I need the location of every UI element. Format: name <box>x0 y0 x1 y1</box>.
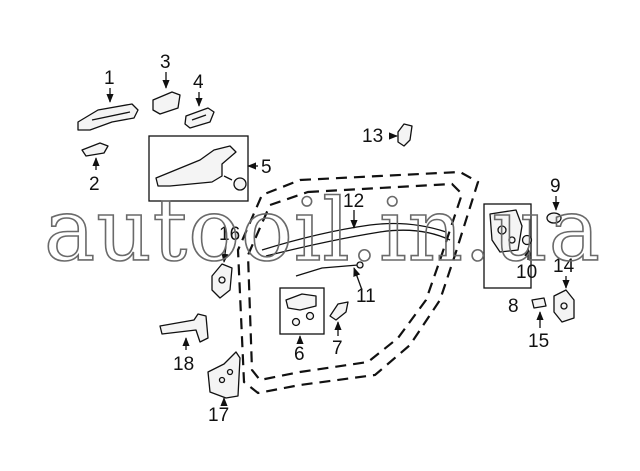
lock-bolt <box>546 212 562 224</box>
lock-screw <box>521 234 533 246</box>
lock-cables <box>261 222 451 277</box>
callout-4: 4 <box>193 72 204 93</box>
callout-8: 8 <box>508 296 519 317</box>
door-striker <box>553 289 575 323</box>
callout-5: 5 <box>261 157 272 178</box>
callout-15: 15 <box>528 331 549 352</box>
callout-12: 12 <box>343 191 364 212</box>
striker-bolt <box>531 297 547 309</box>
lock-cylinder-assembly <box>279 287 325 335</box>
door-hinge <box>207 351 241 399</box>
callout-14: 14 <box>553 256 575 277</box>
callout-1: 1 <box>104 68 115 89</box>
callout-18: 18 <box>173 354 194 375</box>
watermark-text: autooil.in.ua <box>44 181 601 281</box>
callout-3: 3 <box>160 52 171 73</box>
door-clip <box>397 123 413 147</box>
door-check <box>159 313 209 343</box>
handle-gasket <box>184 107 215 129</box>
callout-11: 11 <box>356 286 376 307</box>
callout-2: 2 <box>89 174 100 195</box>
handle-cover <box>152 91 181 115</box>
door-latch <box>211 263 233 299</box>
callout-17: 17 <box>208 405 229 426</box>
inside-handle <box>329 301 349 321</box>
callout-10: 10 <box>516 262 537 283</box>
callout-9: 9 <box>550 176 561 197</box>
outside-door-handle <box>77 103 139 131</box>
door-lock-actuator <box>483 203 532 289</box>
door-outline <box>236 170 480 395</box>
callout-13: 13 <box>362 126 383 147</box>
callout-6: 6 <box>294 344 305 365</box>
callout-16: 16 <box>219 224 240 245</box>
callout-7: 7 <box>332 338 343 359</box>
callout-labels: 1 2 3 4 5 6 7 8 9 10 11 12 13 14 15 16 1… <box>89 52 575 426</box>
callout-arrows <box>92 72 570 407</box>
handle-cap <box>81 142 109 157</box>
